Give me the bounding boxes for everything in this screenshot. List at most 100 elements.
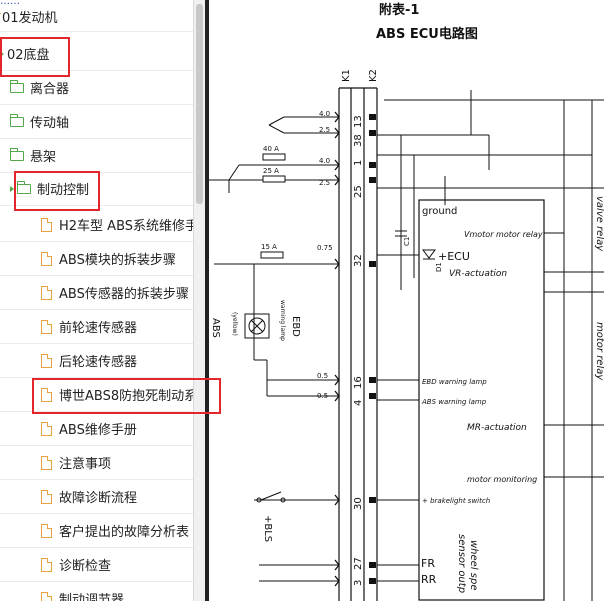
wire-size-25: 2.5 [319, 179, 330, 187]
page-icon [41, 557, 52, 572]
tree-item-brake-regulator[interactable]: 制动调节器 [0, 582, 193, 601]
c1-label: C1 [403, 237, 411, 246]
page-icon [41, 353, 52, 368]
tree-item-label: 客户提出的故障分析表 [59, 525, 190, 540]
warning-lamp-icon [244, 313, 270, 339]
tree-item-suspension[interactable]: 悬架 [0, 139, 193, 173]
brakelight-label: + brakelight switch [422, 497, 490, 505]
tree-item-label: 博世ABS8防抱死制动系 [59, 389, 193, 404]
tree-item-front-wheel-speed-sensor[interactable]: 前轮速传感器 [0, 310, 193, 344]
rr-label: RR [421, 573, 437, 586]
expand-arrow-icon[interactable] [0, 50, 4, 57]
tree-item-chassis[interactable]: 02底盘 [0, 37, 193, 71]
tree-item-precautions[interactable]: 注意事项 [0, 446, 193, 480]
motor-monitoring-label: motor monitoring [467, 475, 537, 484]
tree-item-h2-abs-manual[interactable]: H2车型 ABS系统维修手 [0, 208, 193, 242]
tree-item-label: ABS维修手册 [59, 423, 137, 438]
abs-lamp-label: ABS warning lamp [421, 398, 487, 406]
ebd-sub-label: warning lamp [279, 300, 286, 341]
expand-arrow-icon[interactable] [10, 185, 14, 192]
pin-38: 38 [353, 134, 364, 147]
folder-icon [16, 180, 31, 194]
abs-sub-label: (yellow) [231, 312, 238, 336]
folder-icon [9, 79, 24, 93]
fuse-15a-label: 15 A [261, 243, 277, 251]
tree-item-abs-repair-manual[interactable]: ABS维修手册 [0, 412, 193, 446]
wire-size-13: 4.0 [319, 110, 330, 118]
navigation-tree: …… 01发动机 02底盘离合器传动轴悬架制动控制 H2车型 ABS系统维修手 ABS… [0, 0, 193, 601]
tree-item-label: 悬架 [30, 150, 57, 165]
pin-25: 25 [353, 185, 364, 198]
tree-item-label: 后轮速传感器 [59, 355, 138, 370]
page-icon [41, 489, 52, 504]
page-icon [41, 285, 52, 300]
tree-item-abs-sensor-removal[interactable]: ABS传感器的拆装步骤 [0, 276, 193, 310]
wire-size-4: 0.5 [317, 392, 328, 400]
tree-item-label: 01发动机 [2, 11, 58, 26]
scrollbar-thumb[interactable] [196, 4, 203, 204]
pin-32: 32 [353, 254, 364, 267]
wheel-speed-label: wheel spe [468, 540, 479, 591]
doc-title-line1: 附表-1 [379, 2, 419, 18]
tree-item-diagnostic-check[interactable]: 诊断检查 [0, 548, 193, 582]
wire-size-32: 0.75 [317, 244, 333, 252]
tree-item-clutch[interactable]: 离合器 [0, 71, 193, 105]
fuse-25a-label: 25 A [263, 167, 279, 175]
valve-relay-label: valve relay [594, 196, 604, 252]
tree-item-bosch-abs8[interactable]: 博世ABS8防抱死制动系 [0, 378, 193, 412]
abs-ecu-circuit-diagram: 附表-1 ABS ECU电路图 K1 K2 gr [209, 2, 604, 601]
folder-icon [9, 113, 24, 127]
tree-item-driveshaft[interactable]: 传动轴 [0, 105, 193, 139]
abs-label: ABS [210, 318, 221, 338]
tree-item-label: 诊断检查 [59, 559, 112, 574]
document-viewer: 附表-1 ABS ECU电路图 K1 K2 gr [209, 0, 604, 601]
tree-item-diagnosis-flow[interactable]: 故障诊断流程 [0, 480, 193, 514]
pin-4: 4 [353, 400, 364, 406]
tree-item-brake-control[interactable]: 制动控制 [0, 172, 193, 206]
tree-item-label: ABS传感器的拆装步骤 [59, 287, 189, 302]
document-border [205, 0, 209, 601]
wire-size-16: 0.5 [317, 372, 328, 380]
tree-item-label: 制动控制 [37, 183, 90, 198]
motor-relay-label: motor relay [594, 322, 604, 381]
ecu-plus-label: +ECU [438, 250, 470, 263]
tree-item-label: 注意事项 [59, 457, 112, 472]
fuse-40a-label: 40 A [263, 145, 279, 153]
ebd-label: EBD [290, 316, 301, 337]
connector-k1-label: K1 [341, 69, 352, 82]
pin-16: 16 [353, 376, 364, 389]
page-icon [41, 387, 52, 402]
d1-label: D1 [435, 262, 443, 272]
page-icon [41, 421, 52, 436]
pin-3: 3 [353, 580, 364, 586]
page-icon [41, 217, 52, 232]
tree-item-label: 制动调节器 [59, 593, 125, 601]
wire-size-38: 2.5 [319, 126, 330, 134]
pin-13: 13 [353, 115, 364, 128]
pin-1: 1 [353, 160, 364, 166]
page-icon [41, 523, 52, 538]
page-icon [41, 319, 52, 334]
page-icon [41, 455, 52, 470]
tree-item-rear-wheel-speed-sensor[interactable]: 后轮速传感器 [0, 344, 193, 378]
tree-item-engine[interactable]: 01发动机 [0, 2, 193, 32]
tree-item-label: 离合器 [30, 82, 70, 97]
sensor-output-label: sensor outp [456, 534, 467, 593]
tree-top-partial: …… [0, 0, 20, 6]
pin-27: 27 [353, 557, 364, 570]
wire-size-1: 4.0 [319, 157, 330, 165]
tree-item-label: 02底盘 [7, 48, 50, 63]
sidebar-scrollbar[interactable] [193, 0, 205, 601]
tree-item-label: 故障诊断流程 [59, 491, 138, 506]
mr-actuation-label: MR-actuation [467, 423, 527, 433]
tree-item-abs-module-removal[interactable]: ABS模块的拆装步骤 [0, 242, 193, 276]
pin-30: 30 [353, 497, 364, 510]
tree-item-customer-fault-analysis[interactable]: 客户提出的故障分析表 [0, 514, 193, 548]
fr-label: FR [421, 557, 435, 570]
tree-item-label: 传动轴 [30, 116, 70, 131]
bls-label: +BLS [262, 515, 273, 542]
doc-title-line2: ABS ECU电路图 [376, 26, 478, 42]
tree-item-label: ABS模块的拆装步骤 [59, 253, 176, 268]
ebd-lamp-label: EBD warning lamp [422, 378, 487, 386]
vr-actuation-label: VR-actuation [449, 269, 507, 279]
